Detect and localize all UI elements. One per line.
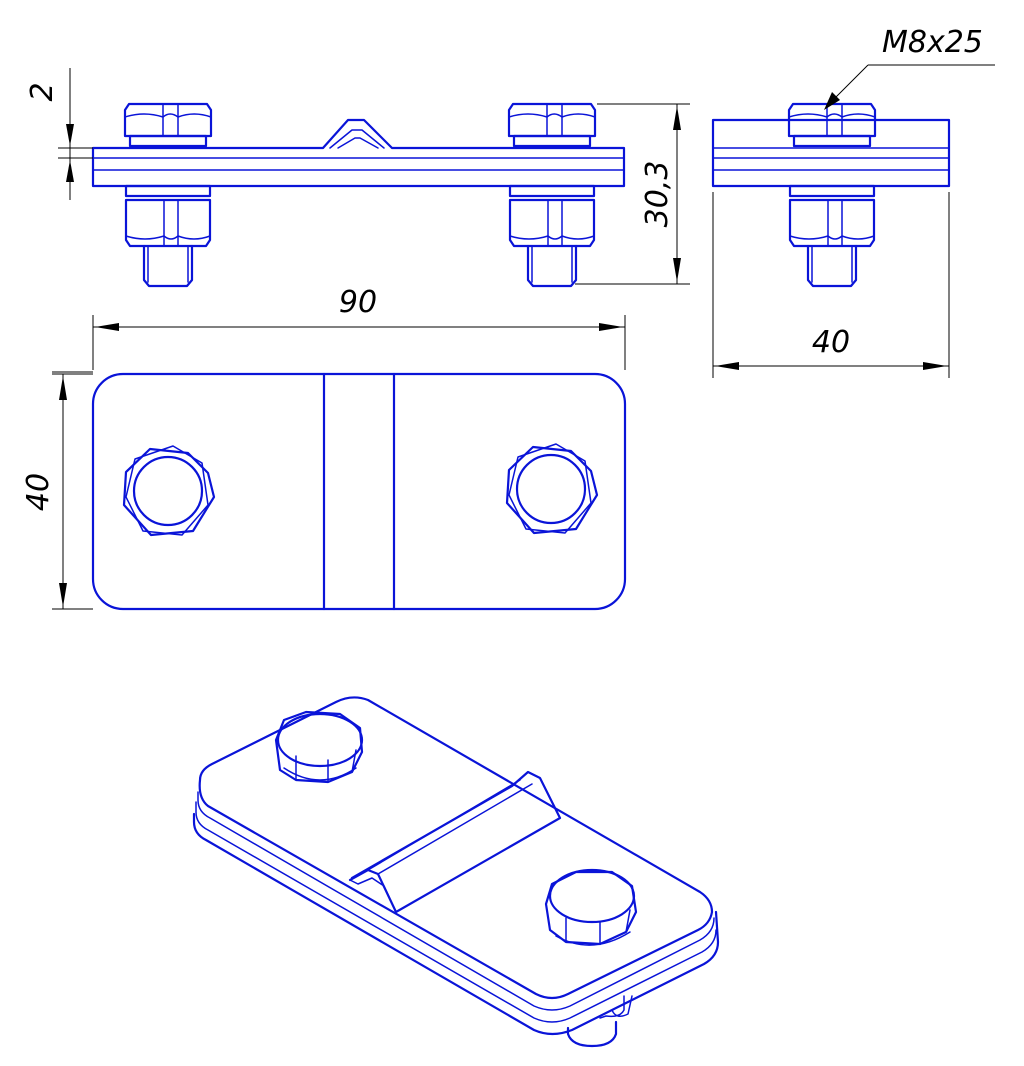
iso-plate-top <box>198 696 714 1000</box>
dim-thickness-label: 2 <box>25 82 60 101</box>
front-bolt-left <box>123 102 213 288</box>
dim-height-label: 30,3 <box>640 161 675 228</box>
front-plate <box>91 118 626 188</box>
iso-thread-stub <box>566 995 633 1048</box>
side-view <box>711 102 951 288</box>
side-bolt <box>787 102 877 288</box>
dim-length: 90 <box>52 285 626 373</box>
bolt-callout: M8x25 <box>824 25 995 110</box>
plan-view <box>91 372 627 611</box>
plan-plate <box>91 372 627 611</box>
front-view <box>91 102 626 288</box>
front-bolt-right <box>507 102 597 288</box>
plan-bolt-right <box>505 442 599 535</box>
dim-thickness: 2 <box>25 68 93 200</box>
dim-plan-width: 40 <box>21 373 93 610</box>
dim-length-label: 90 <box>339 285 377 320</box>
side-plate <box>711 118 951 188</box>
isometric-view <box>192 696 720 1048</box>
dim-plan-width-label: 40 <box>21 473 56 511</box>
iso-bolt-upper <box>274 710 364 784</box>
dim-height: 30,3 <box>575 103 690 285</box>
bolt-callout-label: M8x25 <box>882 25 983 60</box>
plan-bolt-left <box>122 444 216 537</box>
dim-side-width: 40 <box>712 192 950 378</box>
dim-side-width-label: 40 <box>812 325 850 360</box>
iso-bolt-lower <box>544 868 638 946</box>
